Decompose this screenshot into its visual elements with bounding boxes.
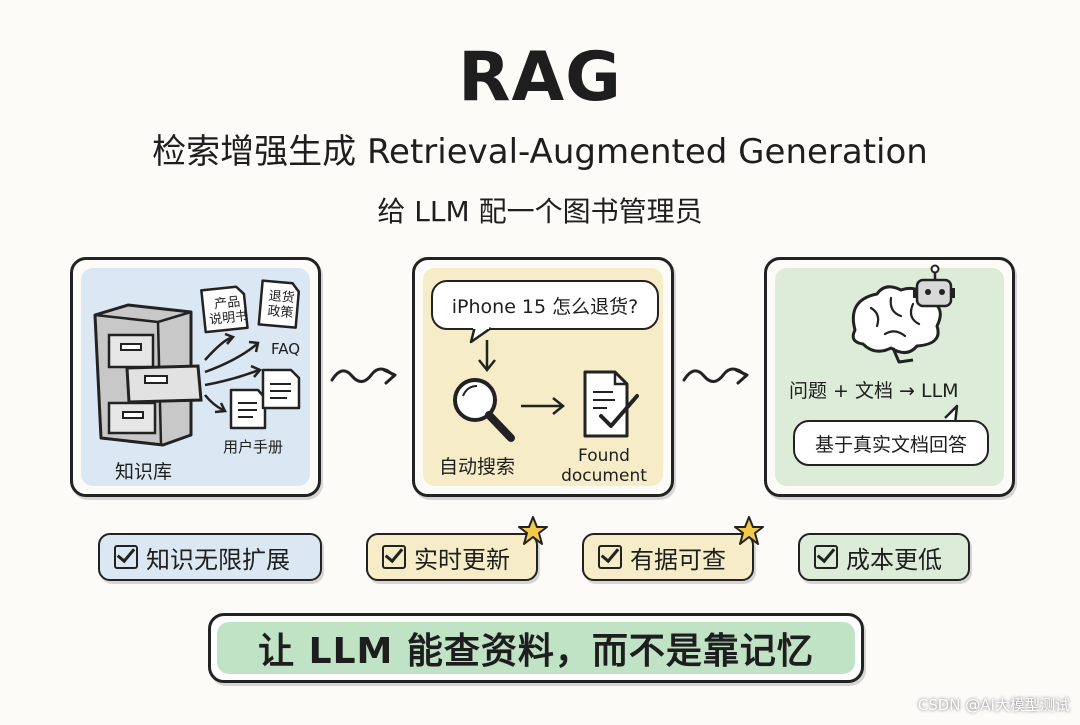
checkbox-icon	[598, 545, 622, 569]
benefit-label: 知识无限扩展	[146, 545, 290, 574]
knowledge-base-panel: 产品 说明书 退货 政策 FAQ 用户手册 知识库	[70, 257, 321, 497]
checkbox-icon	[382, 545, 406, 569]
question-bubble: iPhone 15 怎么退货?	[431, 280, 659, 330]
brain-robot-icon	[851, 264, 959, 425]
generate-panel: 问题 + 文档 → LLM 基于真实文档回答	[764, 257, 1015, 497]
magnifier-icon	[453, 378, 515, 442]
doc-faq: FAQ	[271, 340, 301, 358]
search-flow-graphics	[453, 325, 639, 442]
flow-arrow-icon	[682, 367, 749, 385]
answer-text: 基于真实文档回答	[814, 433, 967, 456]
flow-arrow-icon	[330, 367, 397, 385]
tagline: 给 LLM 配一个图书管理员	[377, 195, 703, 228]
file-cabinet-icon	[93, 279, 301, 447]
doc-return-policy: 退货 政策	[266, 288, 296, 322]
doc-product-manual: 产品 说明书	[208, 294, 249, 328]
knowledge-base-label: 知识库	[115, 461, 173, 483]
page-title: RAG	[458, 38, 622, 117]
auto-search-label: 自动搜索	[439, 456, 516, 478]
star-icon	[734, 516, 764, 545]
doc-user-manual: 用户手册	[223, 438, 284, 456]
found-document-icon	[583, 370, 639, 438]
benefit-pill-realtime: 实时更新	[366, 533, 538, 581]
benefit-pill-traceable: 有据可查	[582, 533, 754, 581]
star-icon	[518, 516, 548, 545]
checkbox-icon	[814, 545, 838, 569]
search-panel: iPhone 15 怎么退货? 自动搜索 Found document	[412, 257, 674, 497]
summary-text: 让 LLM 能查资料，而不是靠记忆	[217, 622, 855, 674]
benefit-pill-knowledge: 知识无限扩展	[98, 533, 322, 581]
benefit-label: 成本更低	[846, 545, 942, 574]
checkbox-icon	[114, 545, 138, 569]
found-document-label: Found document	[561, 446, 647, 486]
watermark: CSDN @AI大模型测试	[917, 696, 1070, 714]
benefit-pill-cost: 成本更低	[798, 533, 970, 581]
benefit-label: 实时更新	[414, 545, 510, 574]
formula-text: 问题 + 文档 → LLM	[789, 380, 959, 402]
question-text: iPhone 15 怎么退货?	[451, 295, 639, 318]
answer-bubble: 基于真实文档回答	[793, 420, 989, 466]
summary-banner: 让 LLM 能查资料，而不是靠记忆	[208, 613, 864, 683]
benefit-label: 有据可查	[630, 545, 726, 574]
page-subtitle: 检索增强生成 Retrieval-Augmented Generation	[152, 132, 928, 172]
